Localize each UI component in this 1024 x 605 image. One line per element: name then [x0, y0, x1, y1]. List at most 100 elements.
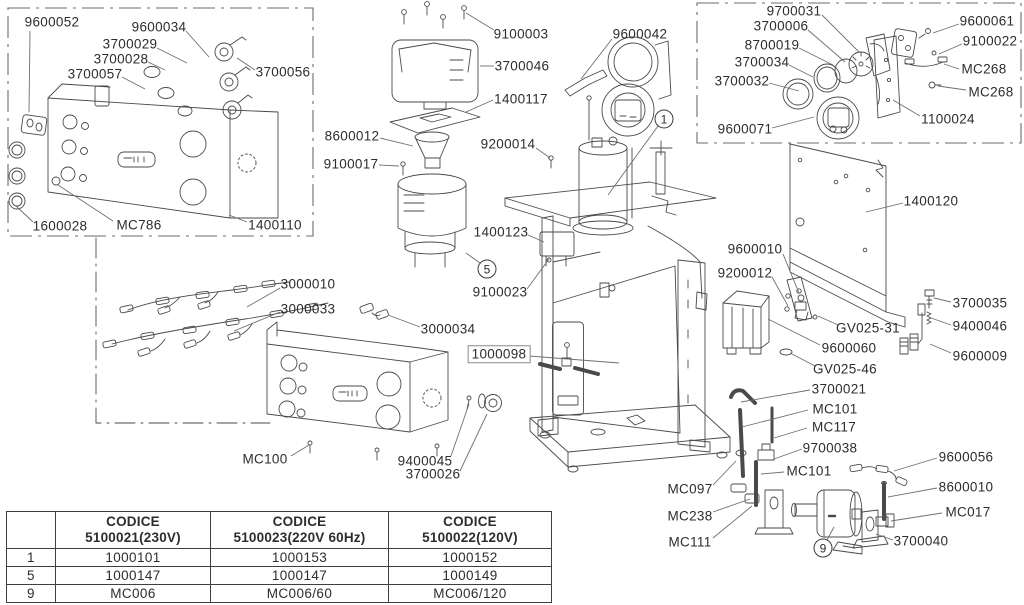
- leader-line: [865, 202, 904, 213]
- part-label-1400110: 1400110: [248, 217, 302, 233]
- part-label-GV025-46: GV025-46: [813, 361, 877, 377]
- group-divider-dashed: [95, 237, 271, 424]
- leader-line: [57, 184, 114, 222]
- code-cell: 1000101: [55, 547, 211, 567]
- leader-lines: [15, 12, 967, 541]
- leader-line: [527, 234, 545, 243]
- code-cell: 1000153: [210, 547, 389, 567]
- leader-line: [526, 258, 550, 290]
- part-label-9400045: 9400045: [397, 453, 453, 469]
- part-label-3700026: 3700026: [405, 466, 461, 482]
- part-label-MC101: MC101: [812, 401, 858, 417]
- table-header-120v: CODICE 5100022(120V): [388, 511, 552, 549]
- leader-line: [712, 505, 753, 539]
- part-label-1600028: 1600028: [32, 218, 88, 234]
- leader-line: [28, 30, 31, 113]
- leader-line: [246, 287, 281, 308]
- item-number-9: 9: [813, 538, 833, 558]
- part-label-9200012: 9200012: [717, 265, 773, 281]
- part-label-9100017: 9100017: [323, 156, 379, 172]
- table-row: 5 1000147 1000147 1000149: [6, 565, 552, 585]
- table-header-row: CODICE 5100021(230V) CODICE 5100023(220V…: [6, 511, 552, 549]
- part-label-3700029: 3700029: [102, 36, 158, 52]
- part-label-3700028: 3700028: [93, 51, 149, 67]
- leader-line: [890, 512, 943, 522]
- part-label-8600010: 8600010: [938, 479, 994, 495]
- leader-line: [893, 457, 938, 472]
- base-plate-sketch: [389, 107, 481, 134]
- item-number-cell: 9: [6, 583, 56, 603]
- part-label-3000010: 3000010: [280, 276, 336, 292]
- part-label-MC117: MC117: [811, 419, 857, 435]
- leader-line: [771, 116, 815, 129]
- item-number-cell: 5: [6, 565, 56, 585]
- leader-line: [580, 38, 613, 80]
- leader-line: [933, 297, 952, 303]
- table-row: 9 MC006 MC006/60 MC006/120: [6, 583, 552, 603]
- part-label-1000098: 1000098: [467, 345, 531, 363]
- frame-sketch: [529, 215, 813, 473]
- leader-line: [290, 444, 310, 457]
- leader-line: [938, 43, 963, 55]
- parts-code-table: CODICE 5100021(230V) CODICE 5100023(220V…: [6, 511, 552, 603]
- part-label-3700040: 3700040: [893, 533, 949, 549]
- table-header-230v: CODICE 5100021(230V): [55, 511, 211, 549]
- part-label-3700057: 3700057: [67, 66, 123, 82]
- leader-line: [156, 47, 188, 64]
- leader-line: [789, 352, 816, 367]
- leader-line: [932, 23, 960, 34]
- part-label-1400123: 1400123: [473, 224, 529, 240]
- part-label-1100024: 1100024: [921, 111, 975, 127]
- leader-line: [788, 64, 814, 78]
- leader-line: [712, 460, 737, 486]
- part-label-9100022: 9100022: [962, 33, 1018, 49]
- leader-line: [817, 315, 839, 326]
- leader-line: [228, 214, 248, 223]
- part-label-MC017: MC017: [945, 504, 991, 520]
- leader-line: [771, 276, 789, 307]
- part-label-9600052: 9600052: [24, 14, 80, 30]
- code-cell: 1000147: [55, 565, 211, 585]
- leader-line: [459, 413, 488, 472]
- leader-line: [379, 137, 414, 147]
- part-label-1400117: 1400117: [494, 91, 548, 107]
- group-boxes: [7, 2, 1022, 237]
- leader-line: [937, 85, 967, 91]
- part-label-MC238: MC238: [667, 508, 713, 524]
- part-label-9400046: 9400046: [952, 318, 1008, 334]
- leader-line: [930, 317, 952, 326]
- leader-line: [887, 487, 938, 498]
- part-label-9600071: 9600071: [717, 121, 773, 137]
- part-label-3700035: 3700035: [952, 295, 1008, 311]
- leader-line: [892, 99, 921, 117]
- leader-line: [760, 471, 785, 475]
- table-header-220v60hz: CODICE 5100023(220V 60Hz): [210, 511, 389, 549]
- boiler-sketch: [504, 95, 717, 299]
- part-label-9700031: 9700031: [766, 3, 822, 19]
- leader-line: [773, 448, 803, 460]
- part-label-MC268: MC268: [961, 61, 1007, 77]
- leader-line: [773, 427, 808, 439]
- grinder-motor-sketch: [397, 173, 467, 268]
- part-label-9200014: 9200014: [480, 136, 536, 152]
- part-label-MC097: MC097: [667, 481, 713, 497]
- part-label-9600042: 9600042: [612, 26, 668, 42]
- control-panel-group-box: [7, 7, 314, 237]
- table-row: 1 1000101 1000153 1000152: [6, 547, 552, 567]
- leader-line: [233, 311, 281, 332]
- leader-line: [741, 409, 809, 428]
- leader-line: [450, 403, 470, 457]
- part-label-9600010: 9600010: [727, 241, 783, 257]
- gauge-pair-sketch: [564, 36, 672, 137]
- part-label-8600012: 8600012: [324, 128, 380, 144]
- leader-line: [782, 253, 800, 294]
- leader-line: [387, 314, 421, 328]
- leader-line: [185, 30, 210, 58]
- part-label-MC786: MC786: [116, 217, 162, 233]
- part-label-3700046: 3700046: [494, 58, 550, 74]
- wire-harness-sketch: [102, 279, 389, 357]
- part-label-3700056: 3700056: [255, 64, 311, 80]
- solenoid-valve-sketch: [779, 294, 818, 356]
- part-label-9100023: 9100023: [472, 284, 528, 300]
- leader-line: [767, 318, 821, 346]
